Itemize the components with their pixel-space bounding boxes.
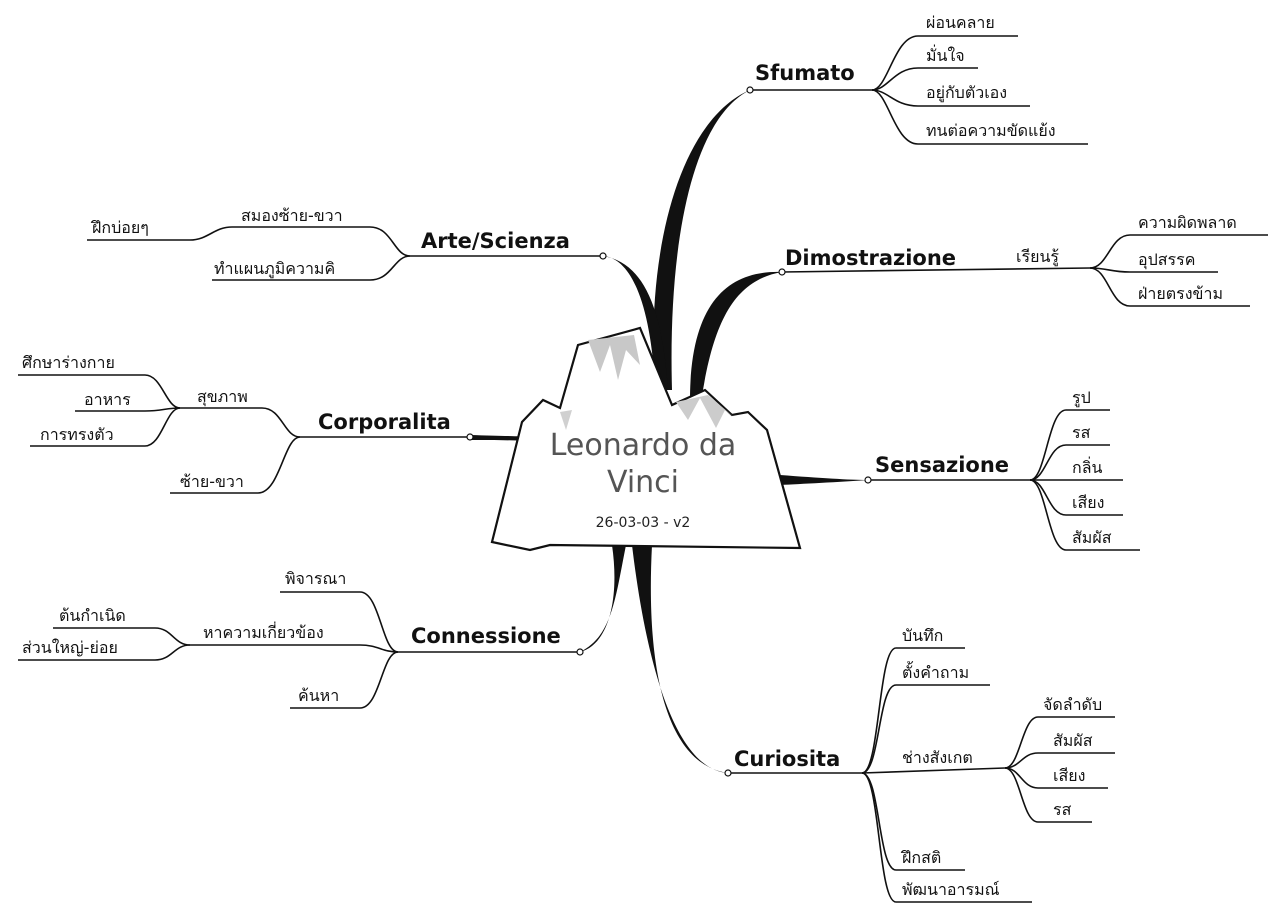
- sfumato-item-4: ทนต่อความขัดแย้ง: [926, 121, 1056, 140]
- sfumato-item-1: ผ่อนคลาย: [926, 13, 995, 32]
- branch-sensazione-label: Sensazione: [875, 453, 1009, 477]
- curiosita-sub-5: พัฒนาอารมณ์: [902, 880, 1000, 899]
- branch-connessione-label: Connessione: [411, 624, 561, 648]
- branch-arte-scienza: Arte/Scienza สมองซ้าย-ขวา ฝึกบ่อยๆ ทำแผน…: [87, 206, 607, 281]
- branch-connessione: Connessione พิจารณา หาความเกี่ยวข้อง ต้น…: [18, 569, 584, 709]
- arte-sub-1: สมองซ้าย-ขวา: [241, 206, 343, 225]
- center-title-line2: Vinci: [607, 465, 679, 500]
- connessione-sub-2-item-1: ต้นกำเนิด: [59, 606, 126, 625]
- dimostrazione-sub: เรียนรู้: [1016, 247, 1059, 267]
- branch-curiosita-label: Curiosita: [734, 747, 840, 771]
- sfumato-item-2: มั่นใจ: [926, 44, 965, 65]
- branch-sfumato-label: Sfumato: [755, 61, 855, 85]
- branch-curiosita: Curiosita บันทึก ตั้งคำถาม ช่างสังเกต จั…: [724, 626, 1115, 903]
- arte-sub-2: ทำแผนภูมิความคิ: [214, 259, 335, 279]
- dimostrazione-item-3: ฝ่ายตรงข้าม: [1138, 284, 1223, 303]
- curiosita-sub-1: บันทึก: [902, 626, 943, 645]
- corporalita-sub-1: สุขภาพ: [197, 387, 248, 407]
- branch-sensazione: Sensazione รูป รส กลิ่น เสียง สัมผัส: [864, 388, 1140, 551]
- curiosita-sub-3-item-1: จัดลำดับ: [1043, 695, 1102, 714]
- branch-dimostrazione-label: Dimostrazione: [785, 246, 956, 270]
- connessione-sub-3: ค้นหา: [298, 686, 339, 705]
- curiosita-sub-3-item-3: เสียง: [1053, 766, 1085, 785]
- sensazione-item-5: สัมผัส: [1072, 528, 1112, 547]
- branch-sfumato: Sfumato ผ่อนคลาย มั่นใจ อยู่กับตัวเอง ทน…: [746, 13, 1088, 145]
- mountain-shape: [490, 326, 802, 552]
- corporalita-sub-1-item-3: การทรงตัว: [40, 425, 114, 444]
- connessione-sub-1: พิจารณา: [285, 569, 346, 588]
- corporalita-sub-2: ซ้าย-ขวา: [180, 472, 244, 491]
- sensazione-item-1: รูป: [1072, 388, 1091, 408]
- curiosita-sub-4: ฝึกสติ: [901, 848, 942, 867]
- branch-dimostrazione: Dimostrazione เรียนรู้ ความผิดพลาด อุปสร…: [778, 213, 1268, 307]
- connessione-sub-2-item-2: ส่วนใหญ่-ย่อย: [22, 638, 118, 657]
- sfumato-item-3: อยู่กับตัวเอง: [926, 83, 1007, 103]
- curiosita-sub-3-item-2: สัมผัส: [1053, 731, 1093, 750]
- sensazione-item-4: เสียง: [1072, 493, 1104, 512]
- curiosita-sub-3-item-4: รส: [1053, 800, 1072, 819]
- curiosita-sub-3: ช่างสังเกต: [902, 748, 973, 767]
- central-topic: Leonardo da Vinci 26-03-03 - v2: [490, 326, 802, 552]
- dimostrazione-item-2: อุปสรรค: [1138, 250, 1195, 270]
- corporalita-sub-1-item-1: ศึกษาร่างกาย: [22, 353, 115, 372]
- branch-arte-scienza-label: Arte/Scienza: [421, 229, 570, 253]
- sensazione-item-3: กลิ่น: [1072, 456, 1102, 477]
- center-date: 26-03-03 - v2: [596, 515, 691, 531]
- sensazione-item-2: รส: [1072, 423, 1091, 442]
- arte-sub-1-child: ฝึกบ่อยๆ: [91, 218, 149, 237]
- branch-corporalita-label: Corporalita: [318, 410, 451, 434]
- curiosita-sub-2: ตั้งคำถาม: [902, 661, 969, 682]
- main-trunks: [470, 90, 868, 773]
- connessione-sub-2: หาความเกี่ยวข้อง: [203, 621, 324, 642]
- dimostrazione-item-1: ความผิดพลาด: [1138, 213, 1237, 232]
- branch-corporalita: Corporalita สุขภาพ ศึกษาร่างกาย อาหาร กา…: [18, 353, 474, 494]
- center-title-line1: Leonardo da: [550, 428, 737, 463]
- corporalita-sub-1-item-2: อาหาร: [84, 390, 131, 409]
